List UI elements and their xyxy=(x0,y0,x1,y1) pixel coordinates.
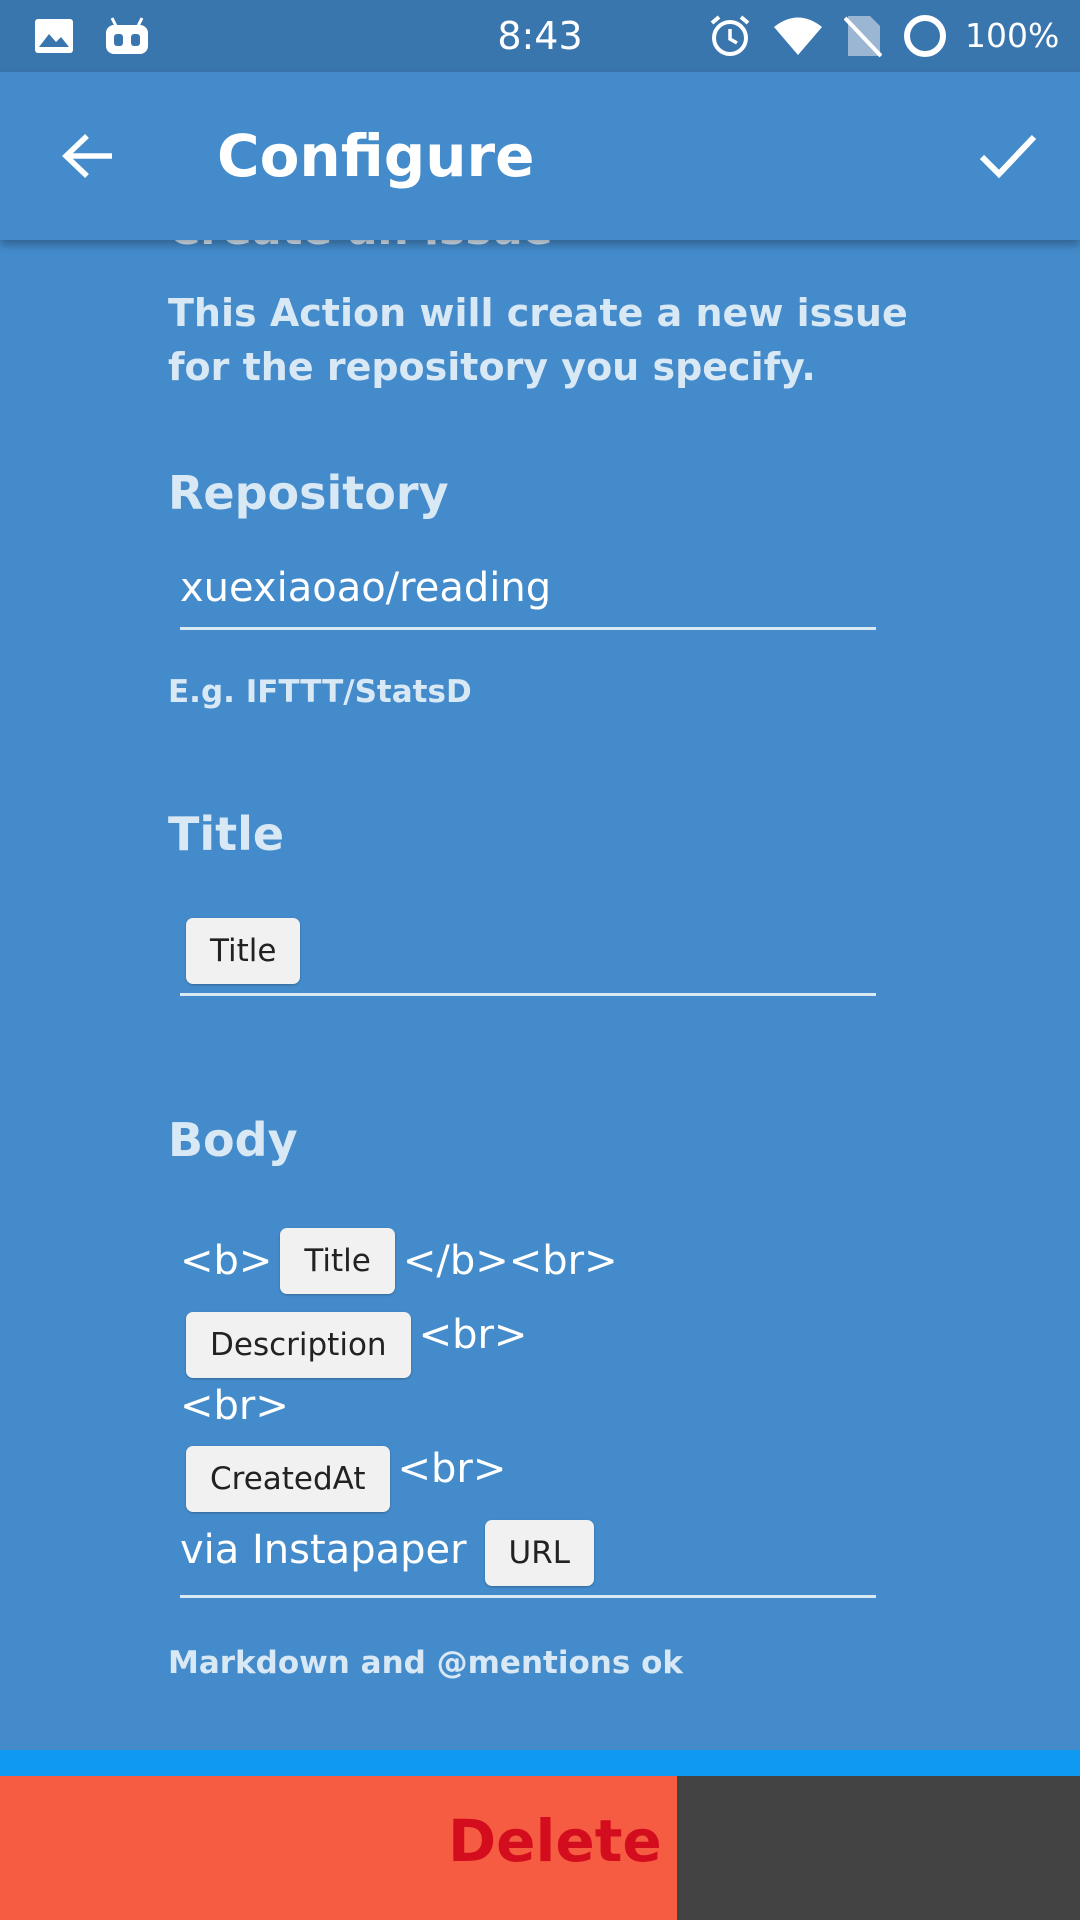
body-line-5: via Instapaper URL xyxy=(180,1520,595,1586)
body-description-ingredient-pill[interactable]: Description xyxy=(186,1312,411,1378)
confirm-button[interactable] xyxy=(964,112,1052,200)
body-createdat-ingredient-pill[interactable]: CreatedAt xyxy=(186,1446,390,1512)
body-helper: Markdown and @mentions ok xyxy=(168,1645,683,1681)
alarm-icon xyxy=(706,0,754,72)
battery-percentage: 100% xyxy=(965,16,1060,55)
body-line-2: Description <br> xyxy=(180,1312,527,1378)
back-button[interactable] xyxy=(44,112,132,200)
body-line-3: <br> xyxy=(180,1383,289,1429)
body-field-underline[interactable] xyxy=(180,1595,876,1598)
action-description: This Action will create a new issue for … xyxy=(168,291,908,389)
delete-button[interactable]: Delete xyxy=(0,1776,677,1920)
repository-field[interactable]: xuexiaoao/reading xyxy=(180,565,876,630)
title-label: Title xyxy=(168,807,285,861)
status-bar: 8:43 100% xyxy=(0,0,1080,72)
android-debug-icon xyxy=(102,0,152,72)
no-sim-icon xyxy=(842,0,884,72)
body-text: <br> xyxy=(180,1383,289,1429)
app-bar: Configure xyxy=(0,72,1080,240)
repository-value: xuexiaoao/reading xyxy=(180,565,552,611)
body-label: Body xyxy=(168,1113,298,1167)
status-time: 8:43 xyxy=(497,14,583,58)
title-ingredient-pill[interactable]: Title xyxy=(186,918,301,984)
repository-label: Repository xyxy=(168,466,449,520)
configure-content[interactable]: Create an issue This Action will create … xyxy=(0,240,1080,1750)
body-text: via Instapaper xyxy=(180,1527,467,1573)
page-title: Configure xyxy=(217,122,535,190)
action-heading: Create an issue xyxy=(168,240,553,255)
body-text: <br> xyxy=(397,1446,507,1492)
body-url-ingredient-pill[interactable]: URL xyxy=(484,1520,595,1586)
battery-circle-icon xyxy=(900,0,950,72)
body-text: <br> xyxy=(418,1312,528,1358)
checkmark-icon xyxy=(979,134,1037,179)
body-title-ingredient-pill[interactable]: Title xyxy=(280,1228,395,1294)
bottom-dark-panel xyxy=(677,1776,1080,1920)
body-text: <b> xyxy=(180,1238,273,1284)
delete-label: Delete xyxy=(448,1807,662,1875)
arrow-back-icon xyxy=(62,134,112,178)
body-line-1: <b> Title </b><br> xyxy=(180,1228,618,1294)
body-text: </b><br> xyxy=(402,1238,618,1284)
wifi-icon xyxy=(772,0,824,72)
body-line-4: CreatedAt <br> xyxy=(180,1446,506,1512)
title-field[interactable]: Title xyxy=(180,918,876,996)
gallery-icon xyxy=(32,0,76,72)
repository-helper: E.g. IFTTT/StatsD xyxy=(168,674,472,710)
bottom-accent-strip xyxy=(0,1750,1080,1776)
